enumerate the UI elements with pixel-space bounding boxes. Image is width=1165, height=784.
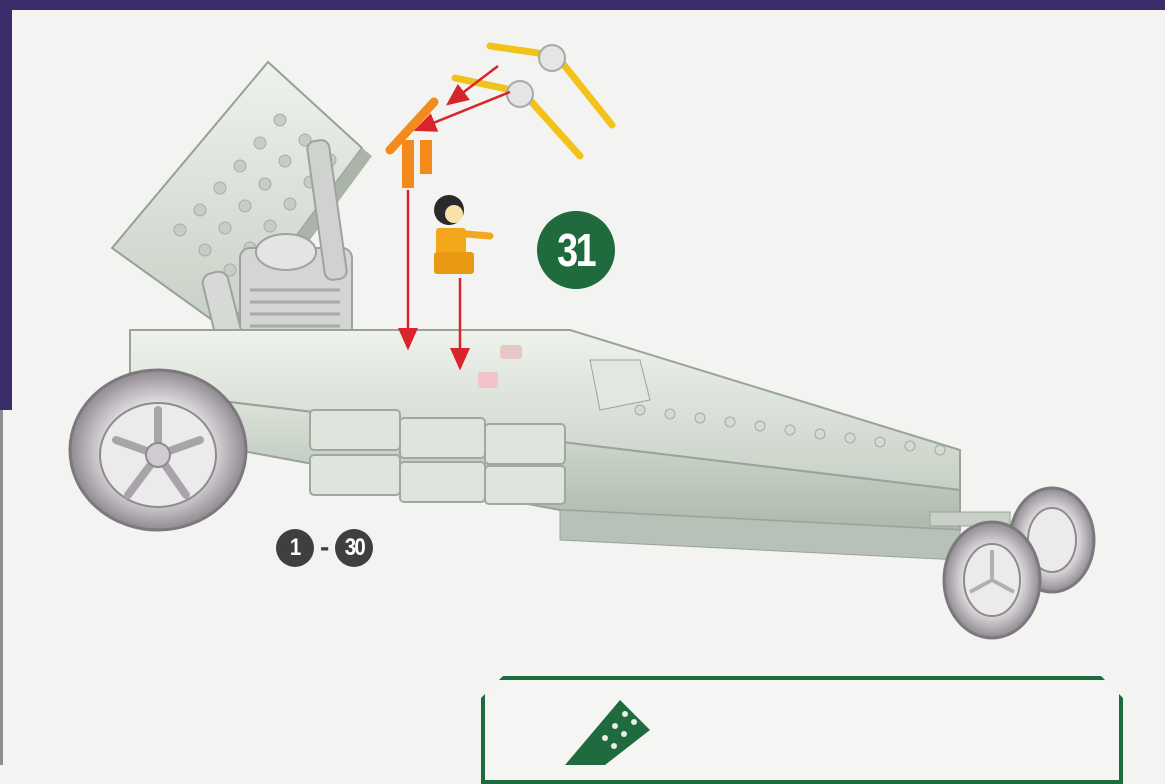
range-end: 30 — [345, 534, 364, 562]
wing-strut-part — [455, 45, 612, 156]
driver-minifigure — [434, 195, 490, 274]
subassembly-callout-box — [481, 676, 1123, 784]
range-end-badge: 30 — [335, 529, 373, 567]
step-number-badge: 31 — [537, 211, 615, 289]
step-number: 31 — [557, 223, 594, 277]
range-separator: - — [320, 531, 329, 563]
range-start-badge: 1 — [276, 529, 314, 567]
range-start: 1 — [290, 534, 300, 562]
spoiler-mount-part — [390, 102, 434, 188]
dragster-chassis — [130, 330, 1010, 560]
front-wheel-front — [944, 522, 1040, 638]
previous-steps-range: 1 - 30 — [276, 528, 373, 568]
assembly-illustration — [0, 0, 1165, 765]
rear-wheel — [70, 370, 246, 530]
